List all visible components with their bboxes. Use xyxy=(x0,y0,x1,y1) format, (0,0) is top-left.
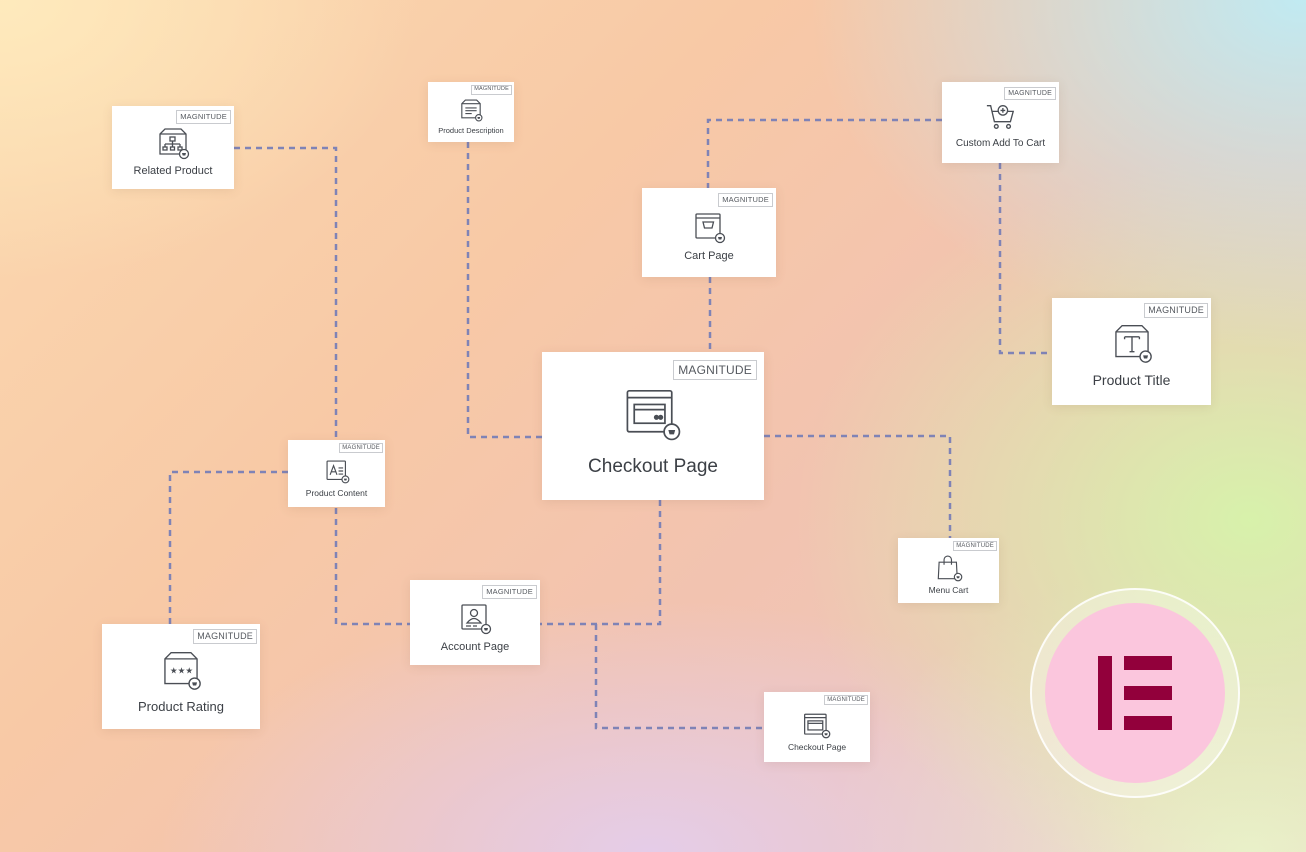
widget-label: Checkout Page xyxy=(787,741,847,752)
magnitude-badge: MAGNITUDE xyxy=(953,541,997,551)
magnitude-badge: MAGNITUDE xyxy=(193,629,257,644)
widget-label: Checkout Page xyxy=(588,456,718,477)
connector-related-to-account xyxy=(234,146,410,626)
widget-card-menu-cart[interactable]: MAGNITUDE Menu Cart xyxy=(898,538,999,603)
connector-checkout-to-account xyxy=(540,500,662,626)
magnitude-badge: MAGNITUDE xyxy=(339,443,383,453)
connector-content-to-rating xyxy=(168,470,288,624)
widget-card-account-page[interactable]: MAGNITUDE Account Page xyxy=(410,580,540,665)
widget-label: Cart Page xyxy=(684,249,734,262)
widget-label: Product Rating xyxy=(138,699,224,714)
connector-addtocart-to-title xyxy=(998,163,1052,355)
widget-card-related-product[interactable]: MAGNITUDE Related Product xyxy=(112,106,234,189)
widget-card-checkout-page-small[interactable]: MAGNITUDE Checkout Page xyxy=(764,692,870,762)
widget-card-product-rating[interactable]: MAGNITUDE ★★★ Product Rating xyxy=(102,624,260,729)
rating-cart-icon: ★★★ xyxy=(160,649,202,691)
account-cart-icon xyxy=(458,601,492,635)
sitemap-cart-icon xyxy=(156,126,190,160)
widget-card-product-description[interactable]: MAGNITUDE Product Description xyxy=(428,82,514,142)
widget-label: Product Title xyxy=(1092,371,1171,388)
elementor-e-icon xyxy=(1098,656,1172,730)
title-cart-icon xyxy=(1111,322,1153,364)
widget-card-product-title[interactable]: MAGNITUDE Product Title xyxy=(1052,298,1211,405)
widget-label: Account Page xyxy=(440,640,510,653)
magnitude-badge: MAGNITUDE xyxy=(718,193,773,207)
elementor-logo xyxy=(1030,588,1240,798)
widget-label: Related Product xyxy=(133,165,213,177)
magnitude-badge: MAGNITUDE xyxy=(673,360,757,380)
magnitude-badge: MAGNITUDE xyxy=(176,110,231,124)
widget-card-product-content[interactable]: MAGNITUDE Product Content xyxy=(288,440,385,507)
magnitude-badge: MAGNITUDE xyxy=(482,585,537,599)
widget-card-custom-add-to-cart[interactable]: MAGNITUDE Custom Add To Cart xyxy=(942,82,1059,163)
magnitude-badge: MAGNITUDE xyxy=(824,695,868,705)
widget-label: Menu Cart xyxy=(928,585,969,595)
widget-card-checkout-page-main[interactable]: MAGNITUDE Checkout Page xyxy=(542,352,764,500)
connector-account-to-checkout-small xyxy=(594,624,764,730)
credit-card-cart-icon xyxy=(624,384,682,442)
magnitude-badge: MAGNITUDE xyxy=(1144,303,1208,318)
widget-label: Product Content xyxy=(305,487,368,498)
widget-card-cart-page[interactable]: MAGNITUDE Cart Page xyxy=(642,188,776,277)
svg-text:★★★: ★★★ xyxy=(170,667,193,677)
connector-description-to-checkout xyxy=(466,142,542,439)
description-cart-icon xyxy=(459,98,483,122)
widget-label: Product Description xyxy=(438,125,504,135)
add-to-cart-icon xyxy=(985,101,1017,133)
connector-checkout-to-menucart xyxy=(764,434,952,538)
shopping-bag-icon xyxy=(935,554,963,582)
magnitude-badge: MAGNITUDE xyxy=(471,85,512,95)
connector-addtocart-to-cartpage xyxy=(706,118,942,188)
widget-label: Custom Add To Cart xyxy=(955,137,1046,149)
logo-badge xyxy=(1045,603,1225,783)
magnitude-badge: MAGNITUDE xyxy=(1004,87,1056,100)
cart-page-icon xyxy=(692,210,726,244)
content-cart-icon xyxy=(324,458,350,484)
credit-card-cart-icon xyxy=(803,711,831,739)
